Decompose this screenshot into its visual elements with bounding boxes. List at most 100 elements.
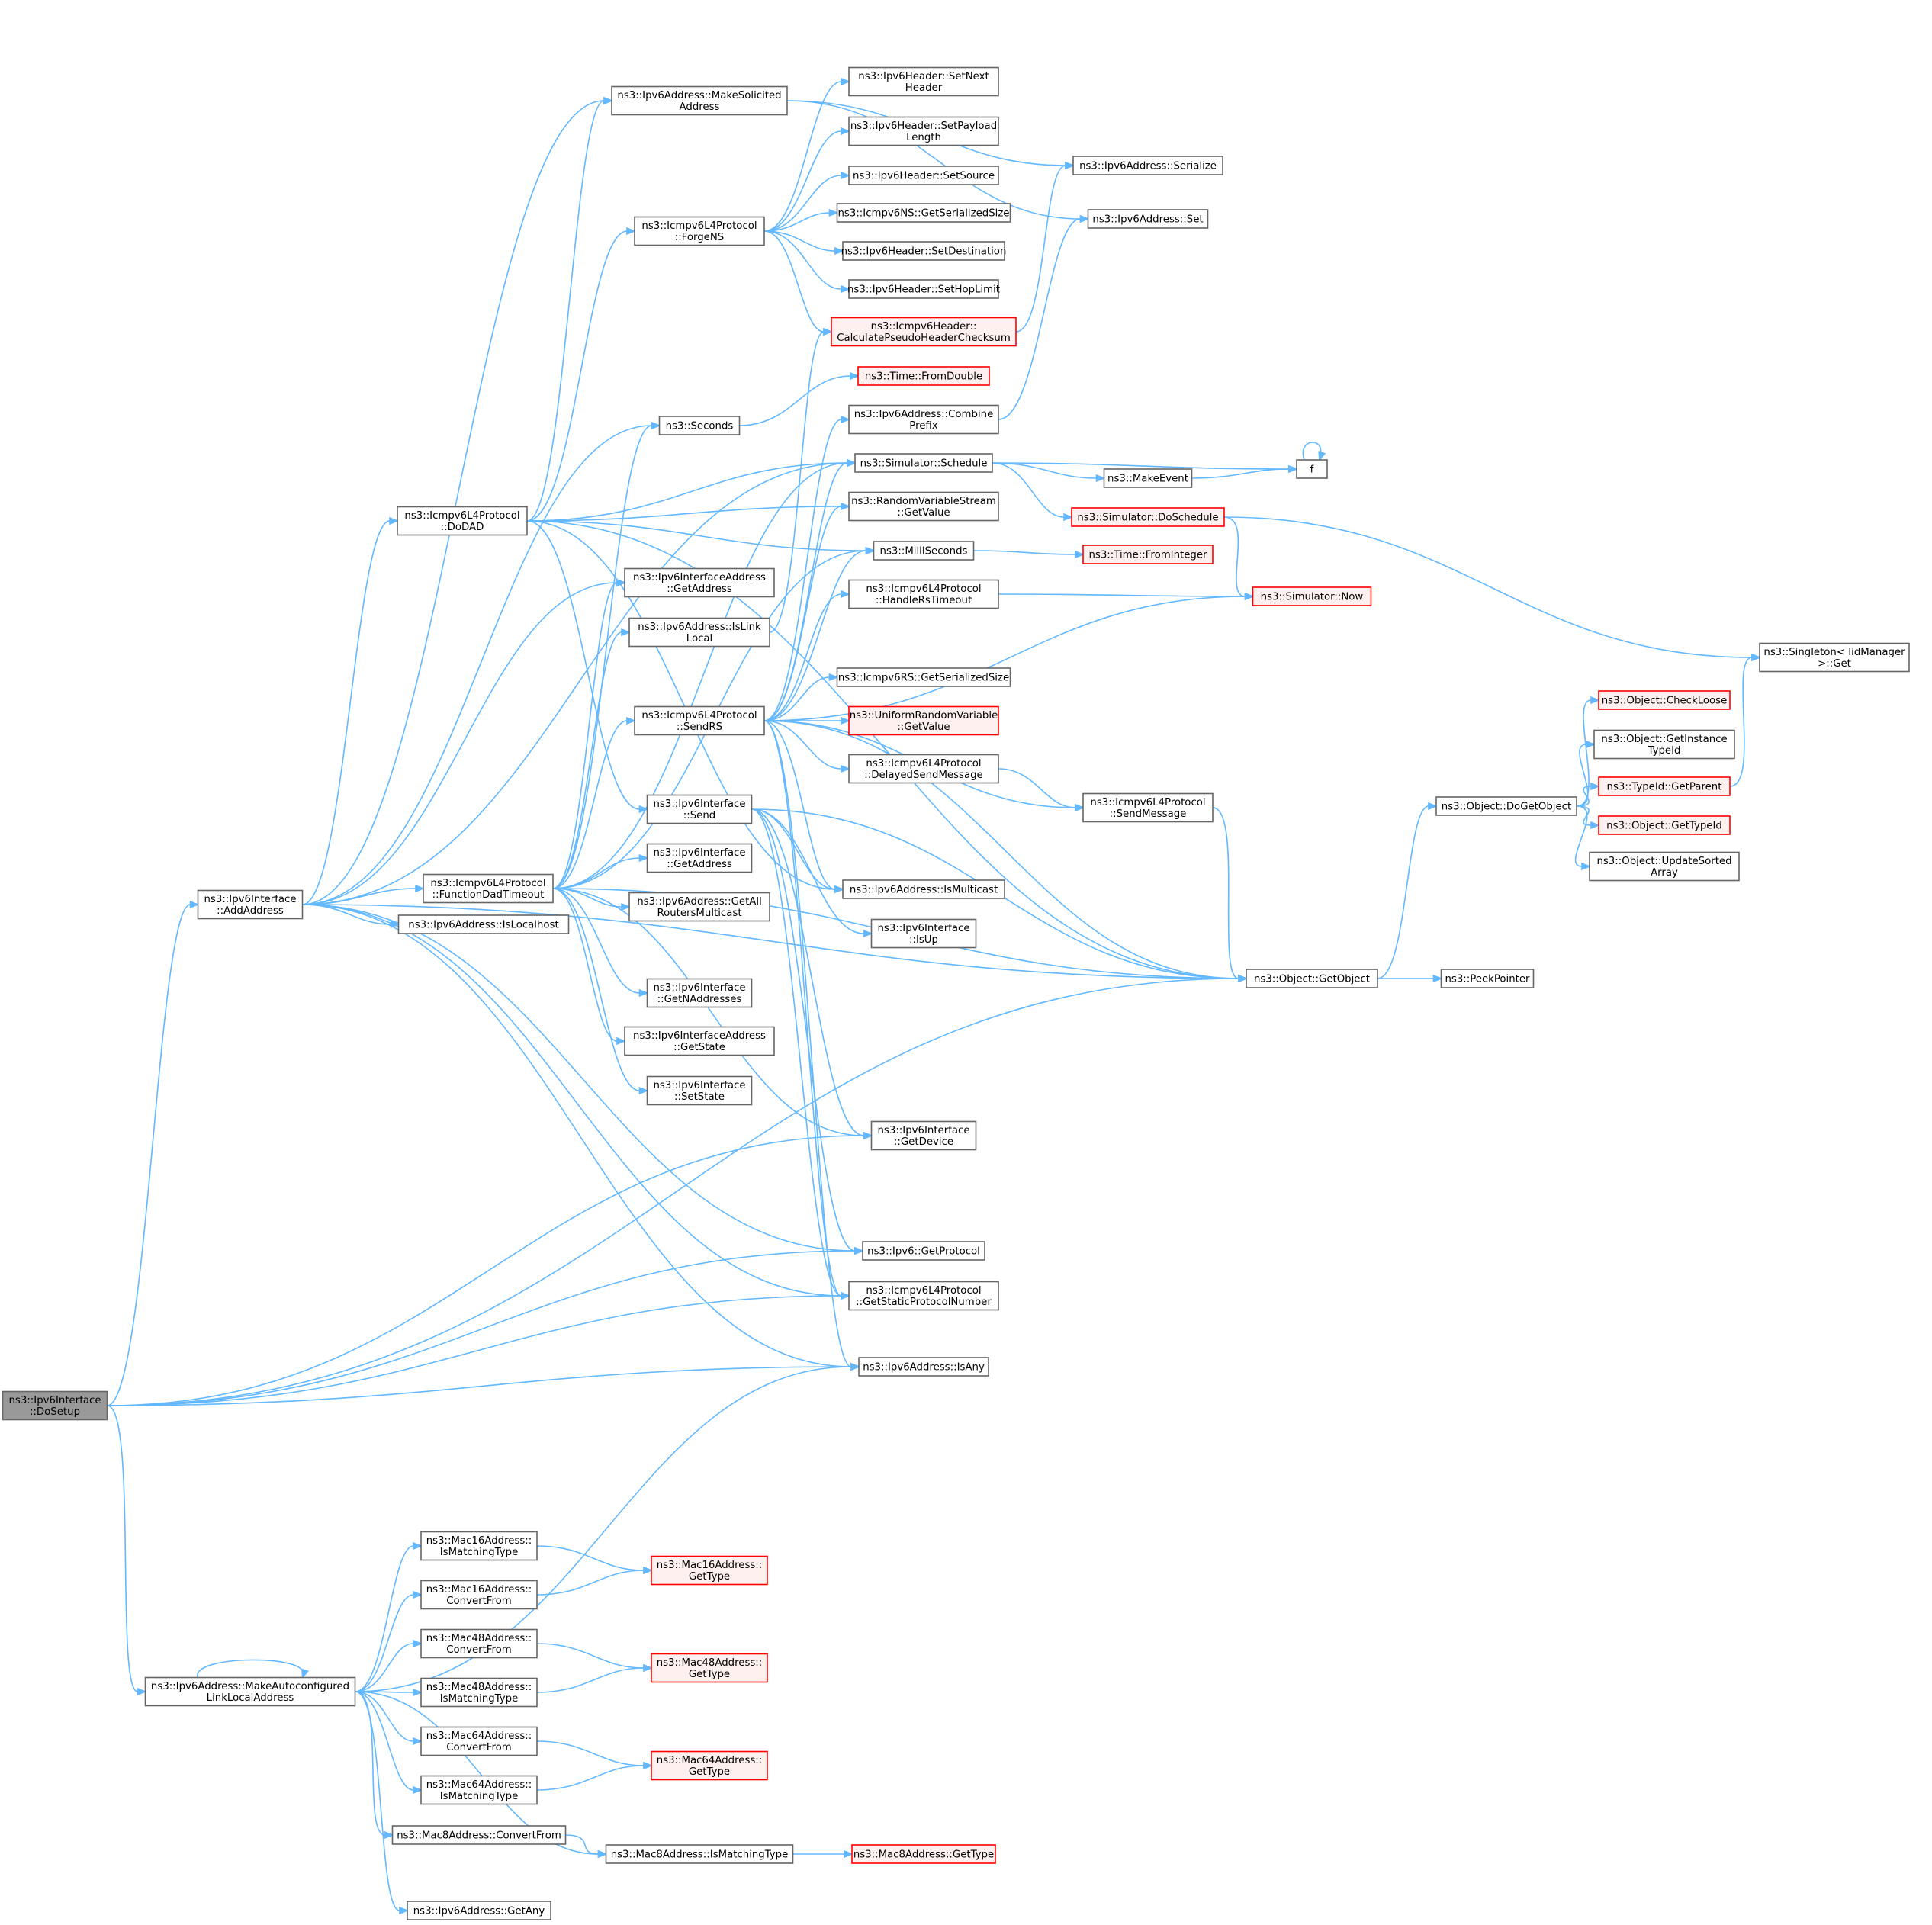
- graph-node-urv_getvalue[interactable]: ns3::UniformRandomVariable::GetValue: [848, 705, 999, 736]
- graph-node-getobject[interactable]: ns3::Object::GetObject: [1246, 969, 1378, 988]
- graph-node-label: Prefix: [909, 420, 938, 432]
- graph-node-addaddress[interactable]: ns3::Ipv6Interface::AddAddress: [197, 889, 304, 920]
- graph-node-mac16_convert[interactable]: ns3::Mac16Address::ConvertFrom: [420, 1580, 538, 1610]
- graph-node-gettypeid[interactable]: ns3::Object::GetTypeId: [1598, 815, 1731, 835]
- graph-node-frominteger[interactable]: ns3::Time::FromInteger: [1082, 545, 1214, 564]
- graph-node-delayedsend[interactable]: ns3::Icmpv6L4Protocol::DelayedSendMessag…: [848, 754, 999, 784]
- call-graph-edges: [107, 77, 1762, 1915]
- graph-edge-arrowhead: [413, 1737, 423, 1746]
- graph-edge-arrowhead: [847, 458, 857, 468]
- graph-node-label: ns3::Icmpv6L4Protocol: [430, 878, 545, 889]
- graph-edge-makeauto-to-mac48_convert: [355, 1643, 414, 1692]
- graph-edge-arrowhead: [638, 805, 649, 814]
- graph-node-getstate[interactable]: ns3::Ipv6InterfaceAddress::GetState: [624, 1026, 775, 1056]
- graph-edge-dodad-to-forgens: [526, 230, 628, 522]
- graph-node-mac16_gettype[interactable]: ns3::Mac16Address::GetType: [651, 1555, 768, 1586]
- graph-node-mac64_ismatch[interactable]: ns3::Mac64Address::IsMatchingType: [420, 1775, 538, 1805]
- graph-node-doschedule[interactable]: ns3::Simulator::DoSchedule: [1071, 507, 1225, 527]
- graph-edge-arrowhead: [413, 1541, 423, 1551]
- graph-node-sendmessage[interactable]: ns3::Icmpv6L4Protocol::SendMessage: [1082, 792, 1214, 823]
- graph-node-mac64_convert[interactable]: ns3::Mac64Address::ConvertFrom: [420, 1726, 538, 1756]
- graph-edge-doschedule-to-now: [1223, 516, 1246, 597]
- graph-node-getany[interactable]: ns3::Ipv6Address::GetAny: [407, 1901, 551, 1920]
- graph-node-makeevent[interactable]: ns3::MakeEvent: [1103, 468, 1193, 488]
- graph-node-milliseconds[interactable]: ns3::MilliSeconds: [873, 541, 975, 561]
- graph-edge-arrowhead: [841, 171, 851, 180]
- graph-node-getdevice[interactable]: ns3::Ipv6Interface::GetDevice: [870, 1120, 977, 1151]
- graph-edge-makeauto-to-makeauto: [197, 1659, 304, 1678]
- graph-node-box: [611, 85, 788, 116]
- graph-node-isup[interactable]: ns3::Ipv6Interface::IsUp: [870, 918, 977, 949]
- graph-node-schedule[interactable]: ns3::Simulator::Schedule: [854, 453, 993, 473]
- graph-node-checkloose[interactable]: ns3::Object::CheckLoose: [1598, 690, 1731, 710]
- graph-node-rvs_getvalue[interactable]: ns3::RandomVariableStream::GetValue: [848, 491, 999, 522]
- graph-edge-makeauto-to-mac8_ismatch: [355, 1691, 599, 1855]
- graph-node-box: [646, 978, 753, 1008]
- graph-node-dosetup[interactable]: ns3::Ipv6Interface::DoSetup: [2, 1390, 108, 1421]
- graph-node-isany[interactable]: ns3::Ipv6Address::IsAny: [858, 1357, 989, 1377]
- graph-node-setdest[interactable]: ns3::Ipv6Header::SetDestination: [841, 241, 1007, 261]
- graph-node-if_getaddress[interactable]: ns3::Ipv6Interface::GetAddress: [646, 843, 753, 873]
- graph-edge-arrowhead: [643, 1566, 654, 1575]
- graph-node-mac16_ismatch[interactable]: ns3::Mac16Address::IsMatchingType: [420, 1531, 538, 1561]
- graph-node-mac8_ismatch[interactable]: ns3::Mac8Address::IsMatchingType: [605, 1844, 794, 1864]
- graph-node-ismulticast[interactable]: ns3::Ipv6Address::IsMulticast: [842, 879, 1005, 899]
- graph-node-forgens[interactable]: ns3::Icmpv6L4Protocol::ForgeNS: [634, 216, 765, 246]
- graph-node-box: [397, 914, 570, 934]
- graph-node-if_send[interactable]: ns3::Ipv6Interface::Send: [646, 794, 753, 824]
- graph-node-mac48_gettype[interactable]: ns3::Mac48Address::GetType: [651, 1653, 768, 1683]
- graph-node-now[interactable]: ns3::Simulator::Now: [1252, 586, 1372, 606]
- graph-node-mac64_gettype[interactable]: ns3::Mac64Address::GetType: [651, 1750, 768, 1781]
- graph-node-mac8_convert[interactable]: ns3::Mac8Address::ConvertFrom: [391, 1825, 567, 1845]
- graph-node-dodad[interactable]: ns3::Icmpv6L4Protocol::DoDAD: [397, 506, 528, 536]
- graph-node-getstaticproto[interactable]: ns3::Icmpv6L4Protocol::GetStaticProtocol…: [848, 1281, 999, 1311]
- graph-node-calcpseudo[interactable]: ns3::Icmpv6Header::CalculatePseudoHeader…: [831, 317, 1017, 347]
- graph-node-setsource[interactable]: ns3::Ipv6Header::SetSource: [848, 166, 999, 185]
- graph-node-mac8_gettype[interactable]: ns3::Mac8Address::GetType: [851, 1844, 996, 1864]
- graph-node-getprotocol[interactable]: ns3::Ipv6::GetProtocol: [862, 1241, 985, 1261]
- graph-node-fdt[interactable]: ns3::Icmpv6L4Protocol::FunctionDadTimeou…: [423, 873, 554, 904]
- graph-node-islocalhost[interactable]: ns3::Ipv6Address::IsLocalhost: [397, 914, 570, 934]
- graph-edge-fdt-to-getstate: [552, 888, 618, 1042]
- graph-edge-fdt-to-setstate: [552, 888, 640, 1091]
- graph-node-mac48_ismatch[interactable]: ns3::Mac48Address::IsMatchingType: [420, 1677, 538, 1708]
- graph-node-seconds[interactable]: ns3::Seconds: [658, 416, 741, 435]
- graph-node-set[interactable]: ns3::Ipv6Address::Set: [1087, 209, 1209, 229]
- graph-node-sendrs[interactable]: ns3::Icmpv6L4Protocol::SendRS: [634, 705, 765, 736]
- graph-node-dogetobject[interactable]: ns3::Object::DoGetObject: [1435, 796, 1577, 816]
- graph-node-ifaddr_getaddr[interactable]: ns3::Ipv6InterfaceAddress::GetAddress: [624, 567, 775, 598]
- graph-node-getparent[interactable]: ns3::TypeId::GetParent: [1598, 776, 1731, 796]
- graph-node-mac48_convert[interactable]: ns3::Mac48Address::ConvertFrom: [420, 1628, 538, 1659]
- graph-node-label: ns3::Ipv6Address::IsMulticast: [850, 885, 998, 896]
- graph-node-f[interactable]: f: [1296, 459, 1328, 479]
- graph-node-serialize[interactable]: ns3::Ipv6Address::Serialize: [1072, 156, 1223, 175]
- graph-node-fromdouble[interactable]: ns3::Time::FromDouble: [857, 366, 990, 386]
- graph-node-label: ns3::Ipv6Interface: [654, 847, 746, 859]
- graph-edge-mac16_convert-to-mac16_gettype: [536, 1570, 645, 1596]
- graph-edge-arrowhead: [844, 1849, 854, 1859]
- graph-edge-addaddress-to-dodad: [302, 520, 391, 905]
- graph-node-label: ::Send: [683, 810, 715, 821]
- graph-node-box: [858, 1357, 989, 1377]
- graph-node-rs_getser[interactable]: ns3::Icmpv6RS::GetSerializedSize: [836, 667, 1011, 687]
- graph-edge-arrowhead: [1318, 451, 1326, 462]
- graph-node-getnaddresses[interactable]: ns3::Ipv6Interface::GetNAddresses: [646, 978, 753, 1008]
- graph-node-handlerstimeout[interactable]: ns3::Icmpv6L4Protocol::HandleRsTimeout: [848, 579, 999, 609]
- graph-node-box: [851, 1844, 996, 1864]
- graph-node-ns_getser[interactable]: ns3::Icmpv6NS::GetSerializedSize: [836, 203, 1011, 223]
- graph-node-singleton[interactable]: ns3::Singleton< IidManager>::Get: [1759, 642, 1910, 673]
- graph-node-setstate[interactable]: ns3::Ipv6Interface::SetState: [646, 1075, 753, 1106]
- graph-node-peekpointer[interactable]: ns3::PeekPointer: [1440, 969, 1535, 988]
- graph-node-makeauto[interactable]: ns3::Ipv6Address::MakeAutoconfiguredLink…: [144, 1676, 356, 1707]
- graph-node-sethop[interactable]: ns3::Ipv6Header::SetHopLimit: [847, 279, 1000, 299]
- graph-edge-sendrs-to-getobject: [763, 720, 1239, 979]
- graph-node-box: [397, 506, 528, 536]
